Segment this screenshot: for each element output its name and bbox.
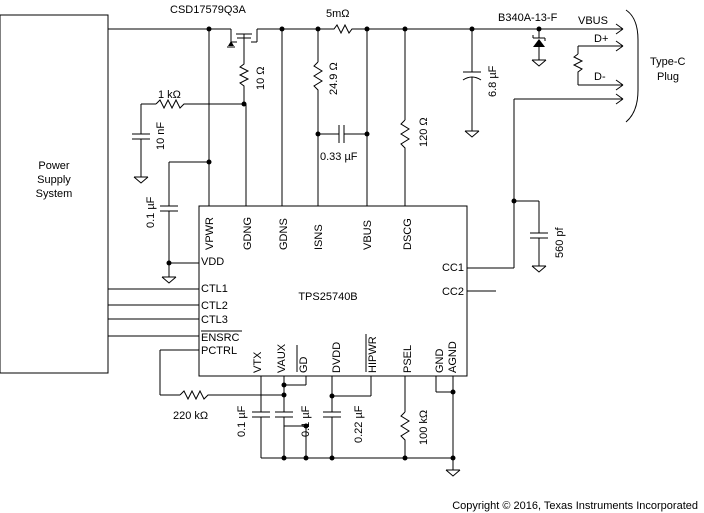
resistor-10ohm (238, 58, 250, 104)
junction-dot (450, 455, 456, 461)
cap-10nf-label: 10 nF (155, 122, 167, 150)
ic-name: TPS25740B (298, 291, 357, 303)
cap-033uf-label: 0.33 µF (320, 151, 358, 163)
resistor-120ohm-label: 120 Ω (418, 117, 430, 147)
power-supply-label-line2: Supply (37, 174, 71, 186)
junction-dot (303, 455, 309, 461)
pin-agnd: AGND (447, 341, 459, 373)
pin-cc1: CC1 (442, 262, 464, 274)
diode-part-label: B340A-13-F (498, 12, 558, 24)
pin-vtx: VTX (252, 351, 264, 373)
cap-vaux-label: 0.1 µF (300, 405, 312, 437)
copyright-notice: Copyright © 2016, Texas Instruments Inco… (452, 500, 698, 512)
pin-gnd: GND (434, 349, 446, 374)
pin-gdns: GDNS (278, 218, 290, 250)
pin-dscg: DSCG (402, 218, 414, 250)
pin-ctl1: CTL1 (201, 283, 228, 295)
cap-vpwr-label: 0.1 µF (145, 196, 157, 228)
junction-dot (402, 26, 408, 32)
junction-dot (329, 455, 335, 461)
pin-cc2: CC2 (442, 286, 464, 298)
cap-dvdd-label: 0.22 µF (353, 405, 365, 443)
power-supply-label-line3: System (36, 188, 73, 200)
pin-isns: ISNS (313, 224, 325, 250)
pin-psel: PSEL (402, 345, 414, 373)
resistor-10ohm-label: 10 Ω (255, 66, 267, 90)
mosfet-part-label: CSD17579Q3A (170, 4, 246, 16)
junction-dot (281, 455, 287, 461)
resistor-dplus-dminus (572, 53, 584, 85)
pin-vbus: VBUS (362, 220, 374, 250)
power-supply-label-line1: Power (38, 160, 70, 172)
junction-dot (450, 389, 456, 395)
pin-ctl3: CTL3 (201, 314, 228, 326)
cap-vtx-label: 0.1 µF (236, 405, 248, 437)
resistor-5mohm-label: 5mΩ (326, 8, 350, 20)
type-c-plug-outline (625, 9, 639, 123)
cap-68uf-label: 6.8 µF (487, 65, 499, 97)
resistor-1k-label: 1 kΩ (158, 89, 181, 101)
resistor-220k-label: 220 kΩ (173, 410, 208, 422)
cap-560pf-label: 560 pf (554, 226, 566, 258)
resistor-220k (179, 389, 284, 401)
junction-dot (281, 392, 287, 398)
resistor-100k (400, 411, 410, 458)
pin-dvdd: DVDD (331, 342, 343, 373)
pin-pctrl: PCTRL (201, 345, 237, 357)
pin-hipwr: HIPWR (367, 336, 379, 373)
junction-dot (469, 26, 475, 32)
pin-gdng: GDNG (242, 217, 254, 250)
pin-ensrc: ENSRC (201, 332, 240, 344)
resistor-24-9ohm-label: 24.9 Ω (328, 62, 340, 95)
mosfet-symbol (227, 29, 258, 58)
junction-dot (166, 260, 172, 266)
resistor-120ohm (400, 119, 410, 206)
connector-dminus-label: D- (594, 71, 606, 83)
resistor-5mohm (318, 23, 354, 35)
type-c-label-line1: Type-C (650, 56, 686, 68)
connector-vbus-label: VBUS (578, 15, 608, 27)
junction-dot (402, 455, 408, 461)
resistor-1k (155, 98, 209, 110)
connector-dplus-label: D+ (594, 33, 608, 45)
junction-dot (206, 26, 212, 32)
type-c-label-line2: Plug (657, 71, 679, 83)
diode-triangle (533, 39, 545, 47)
pin-vpwr: VPWR (204, 217, 216, 250)
power-supply-block: Power Supply System (0, 14, 109, 374)
resistor-100k-label: 100 kΩ (418, 410, 430, 445)
junction-dot (279, 26, 285, 32)
pin-vaux: VAUX (276, 343, 288, 373)
pin-vdd: VDD (201, 256, 224, 268)
pin-gd: GD (298, 356, 310, 373)
pin-ctl2: CTL2 (201, 300, 228, 312)
resistor-24-9ohm (313, 61, 323, 206)
